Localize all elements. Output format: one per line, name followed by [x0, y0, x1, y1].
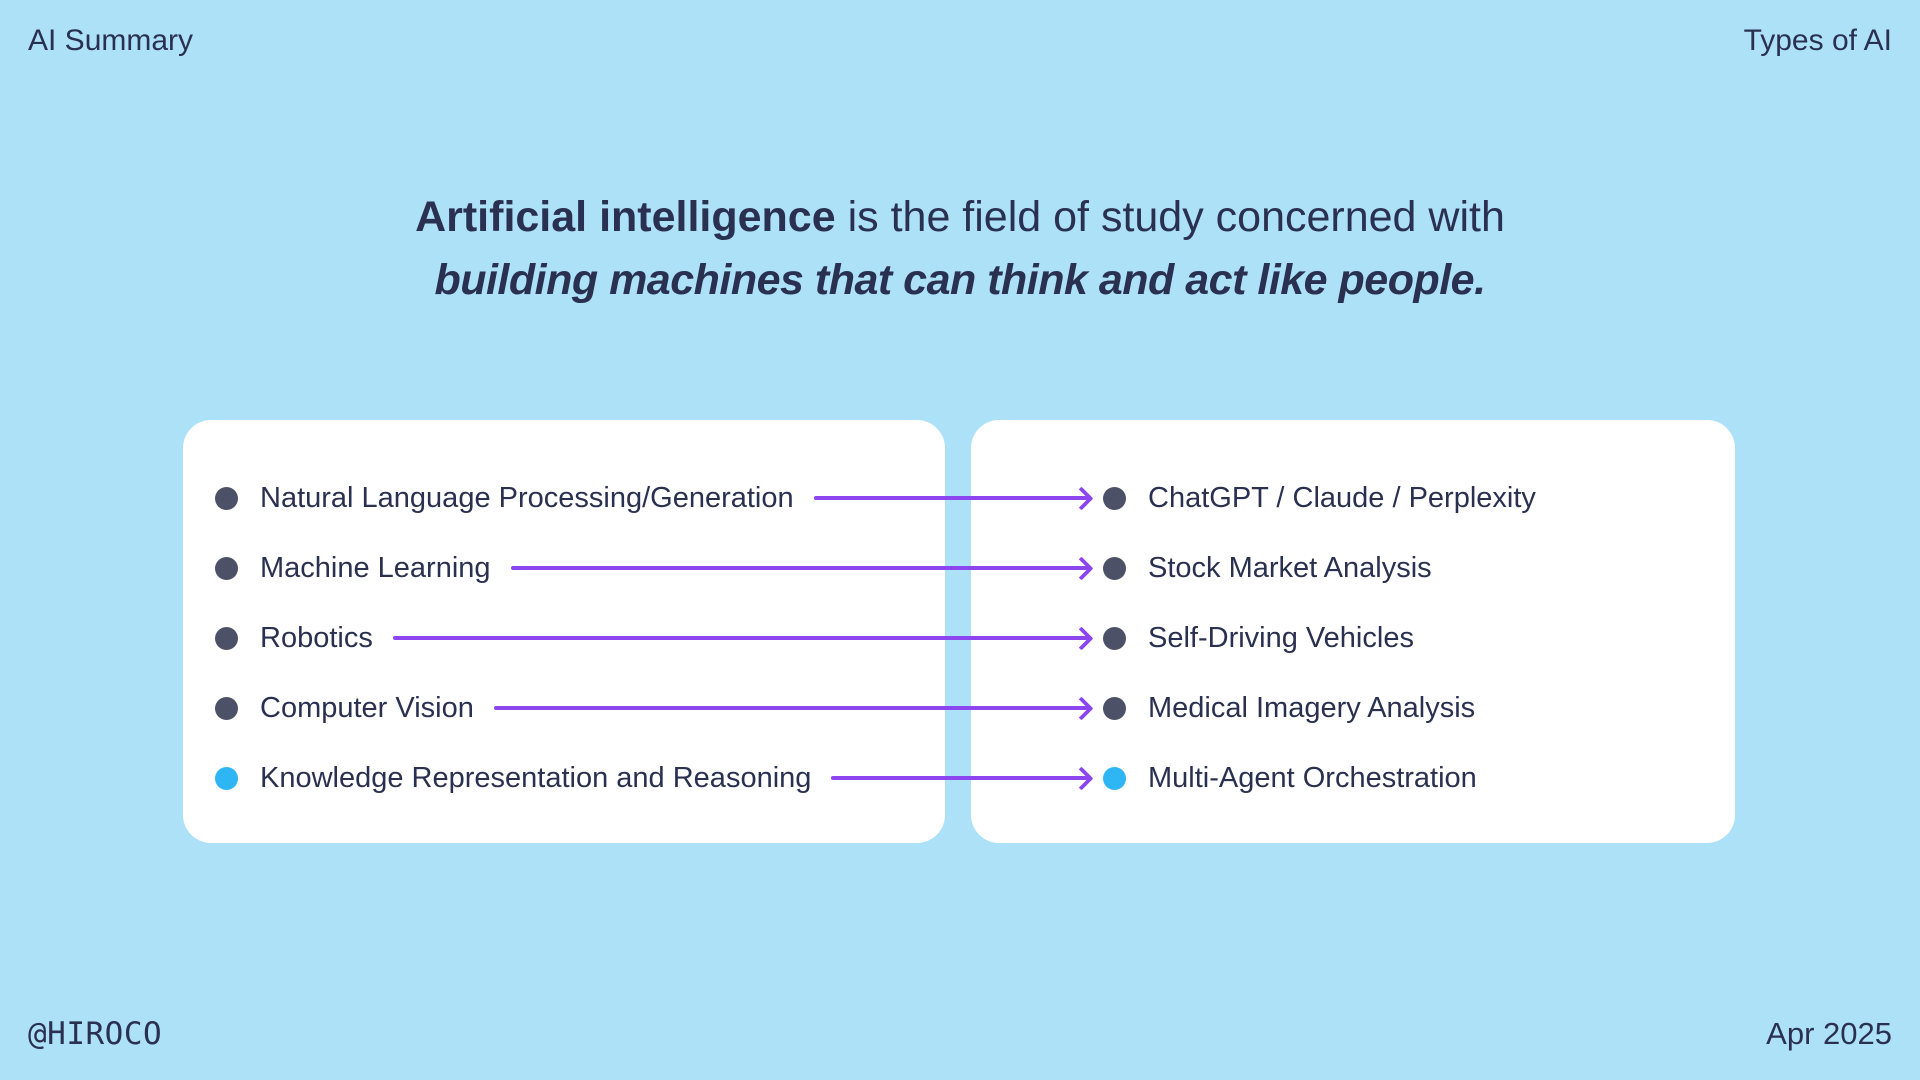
date-label: Apr 2025 — [1766, 1016, 1892, 1051]
mapping-row: Robotics Self-Driving Vehicles — [183, 603, 1735, 673]
bullet-dot — [1103, 766, 1126, 790]
bullet-dot — [1103, 696, 1126, 720]
heading-line-2: building machines that can think and act… — [434, 256, 1486, 304]
application-item: Stock Market Analysis — [1103, 552, 1735, 585]
application-label: Self-Driving Vehicles — [1148, 621, 1414, 654]
bullet-dot — [215, 486, 238, 510]
bullet-dot — [1103, 486, 1126, 510]
bullet-dot — [215, 556, 238, 580]
main-heading: Artificial intelligence is the field of … — [0, 186, 1920, 312]
field-item: Robotics — [183, 622, 1103, 655]
field-label: Computer Vision — [260, 691, 474, 724]
mapping-rows: Natural Language Processing/Generation C… — [183, 420, 1735, 843]
bullet-dot — [215, 766, 238, 790]
ai-applications-card — [971, 420, 1735, 843]
field-item: Knowledge Representation and Reasoning — [183, 762, 1103, 795]
application-item: ChatGPT / Claude / Perplexity — [1103, 482, 1735, 515]
application-label: Multi-Agent Orchestration — [1148, 761, 1477, 794]
heading-bold-lead: Artificial intelligence — [415, 193, 836, 241]
field-label: Machine Learning — [260, 551, 491, 584]
arrow-right-icon — [493, 695, 1094, 721]
bullet-dot — [1103, 556, 1126, 580]
field-label: Natural Language Processing/Generation — [260, 481, 794, 514]
field-item: Natural Language Processing/Generation — [183, 482, 1103, 515]
heading-line1-rest: is the field of study concerned with — [835, 193, 1505, 241]
arrow-right-icon — [392, 625, 1094, 651]
field-label: Robotics — [260, 621, 373, 654]
field-item: Machine Learning — [183, 552, 1103, 585]
mapping-row: Computer Vision Medical Imagery Analysis — [183, 673, 1735, 743]
bullet-dot — [215, 626, 238, 650]
arrow-right-icon — [831, 765, 1094, 791]
application-label: ChatGPT / Claude / Perplexity — [1148, 481, 1536, 514]
application-item: Multi-Agent Orchestration — [1103, 762, 1735, 795]
slide-subtitle: Types of AI — [1743, 24, 1892, 57]
field-item: Computer Vision — [183, 692, 1103, 725]
bullet-dot — [215, 696, 238, 720]
field-label: Knowledge Representation and Reasoning — [260, 761, 812, 794]
arrow-right-icon — [510, 555, 1094, 581]
ai-fields-card — [183, 420, 945, 843]
heading-line-1: Artificial intelligence is the field of … — [0, 186, 1920, 249]
author-handle: @HIROCO — [28, 1016, 163, 1052]
application-item: Self-Driving Vehicles — [1103, 622, 1735, 655]
mapping-row: Natural Language Processing/Generation C… — [183, 463, 1735, 533]
application-item: Medical Imagery Analysis — [1103, 692, 1735, 725]
mapping-row: Machine Learning Stock Market Analysis — [183, 533, 1735, 603]
application-label: Stock Market Analysis — [1148, 551, 1432, 584]
mapping-row: Knowledge Representation and Reasoning M… — [183, 743, 1735, 813]
bullet-dot — [1103, 626, 1126, 650]
slide-title: AI Summary — [28, 24, 194, 57]
arrow-right-icon — [813, 485, 1094, 511]
application-label: Medical Imagery Analysis — [1148, 691, 1476, 724]
